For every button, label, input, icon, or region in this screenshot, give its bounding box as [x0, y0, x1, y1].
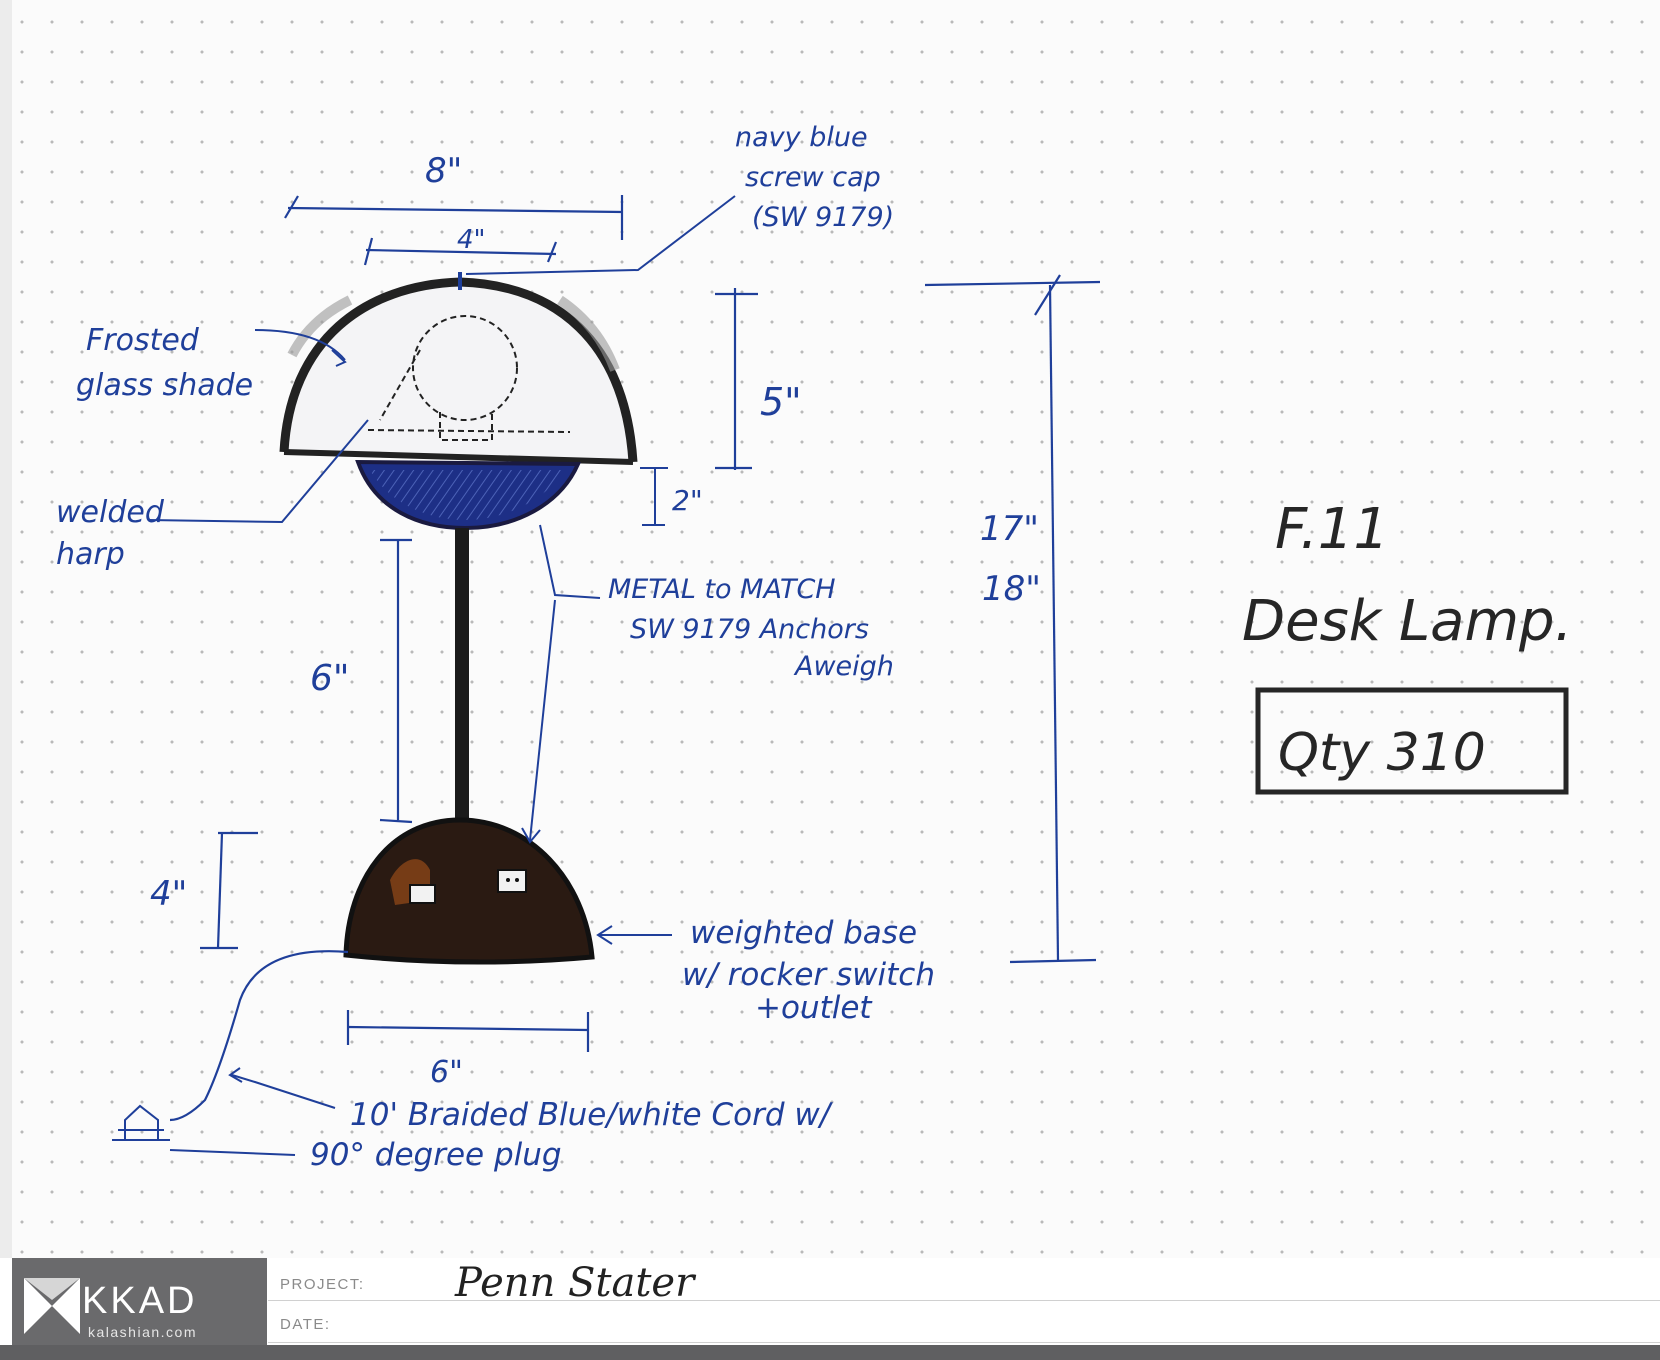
leader-frosted	[254, 329, 347, 367]
label-metal-2: SW 9179 Anchors	[630, 614, 869, 645]
lamp-bowl	[355, 459, 582, 531]
dimension-stem-height	[379, 538, 413, 824]
bulb-sketch	[367, 315, 571, 441]
label-base-2: w/ rocker switch	[682, 957, 935, 993]
kkad-logo-icon	[24, 1278, 80, 1334]
lamp-shade	[279, 272, 638, 465]
label-cord-2: 90° degree plug	[310, 1137, 562, 1173]
project-divider	[268, 1300, 1660, 1301]
dimension-base-width	[346, 1010, 590, 1052]
label-overall-height-a: 17"	[980, 509, 1039, 549]
lamp-cord	[169, 950, 349, 1122]
leader-harp	[147, 419, 369, 524]
label-cap-width: 4"	[457, 225, 486, 255]
label-base-1: weighted base	[690, 915, 917, 951]
brand-url: kalashian.com	[88, 1324, 197, 1340]
label-screw-cap-3: (SW 9179)	[752, 202, 894, 233]
label-shade-width: 8"	[425, 151, 462, 191]
dimension-overall-height	[924, 274, 1101, 964]
label-shade-height: 5"	[760, 380, 802, 424]
leader-base	[596, 925, 672, 945]
title-block-footer: KKAD kalashian.com PROJECT: Penn Stater …	[0, 1258, 1660, 1360]
plug-icon	[112, 1104, 170, 1141]
dimension-shade-width	[284, 195, 624, 240]
label-harp-2: harp	[56, 537, 125, 572]
dimension-shade-height	[715, 288, 758, 470]
label-screw-cap-2: screw cap	[745, 162, 881, 193]
outlet	[497, 869, 527, 893]
quantity-value: Qty 310	[1278, 723, 1486, 783]
item-name: Desk Lamp.	[1242, 589, 1572, 654]
label-metal-1: METAL to MATCH	[608, 574, 836, 605]
label-frosted-2: glass shade	[76, 368, 253, 403]
brand-name: KKAD	[82, 1280, 198, 1322]
date-label: DATE:	[280, 1316, 331, 1333]
label-stem-height: 6"	[310, 658, 349, 699]
label-metal-3: Aweigh	[793, 651, 894, 682]
dimension-cap-width	[363, 237, 558, 266]
label-bowl-height: 2"	[672, 484, 703, 517]
label-screw-cap-1: navy blue	[735, 122, 868, 153]
label-cord-1: 10' Braided Blue/white Cord w/	[350, 1097, 834, 1133]
project-value: Penn Stater	[455, 1260, 695, 1306]
dimension-bowl-height	[640, 467, 668, 526]
lamp-sketch: 8" 4" navy blue screw cap (SW 9179)	[56, 122, 1572, 1173]
rocker-switch	[409, 884, 436, 904]
quantity-box	[1255, 687, 1569, 795]
label-base-height: 4"	[150, 874, 187, 914]
leader-cord	[169, 1067, 336, 1156]
lamp-base	[343, 817, 595, 965]
project-label: PROJECT:	[280, 1276, 365, 1293]
label-harp-1: welded	[56, 495, 165, 530]
brand-block: KKAD kalashian.com	[12, 1258, 267, 1345]
lamp-stem	[455, 528, 469, 823]
label-base-3: +outlet	[755, 990, 873, 1026]
label-frosted-1: Frosted	[86, 323, 200, 358]
item-code: F.11	[1275, 497, 1389, 562]
leader-screw-cap	[465, 195, 736, 275]
footer-band	[0, 1345, 1660, 1360]
dimension-base-height	[200, 831, 258, 950]
label-base-width: 6"	[430, 1055, 463, 1090]
date-divider	[268, 1342, 1660, 1343]
sheet-edge	[0, 0, 12, 1260]
label-overall-height-b: 18"	[982, 569, 1041, 609]
leader-metal	[521, 524, 601, 844]
